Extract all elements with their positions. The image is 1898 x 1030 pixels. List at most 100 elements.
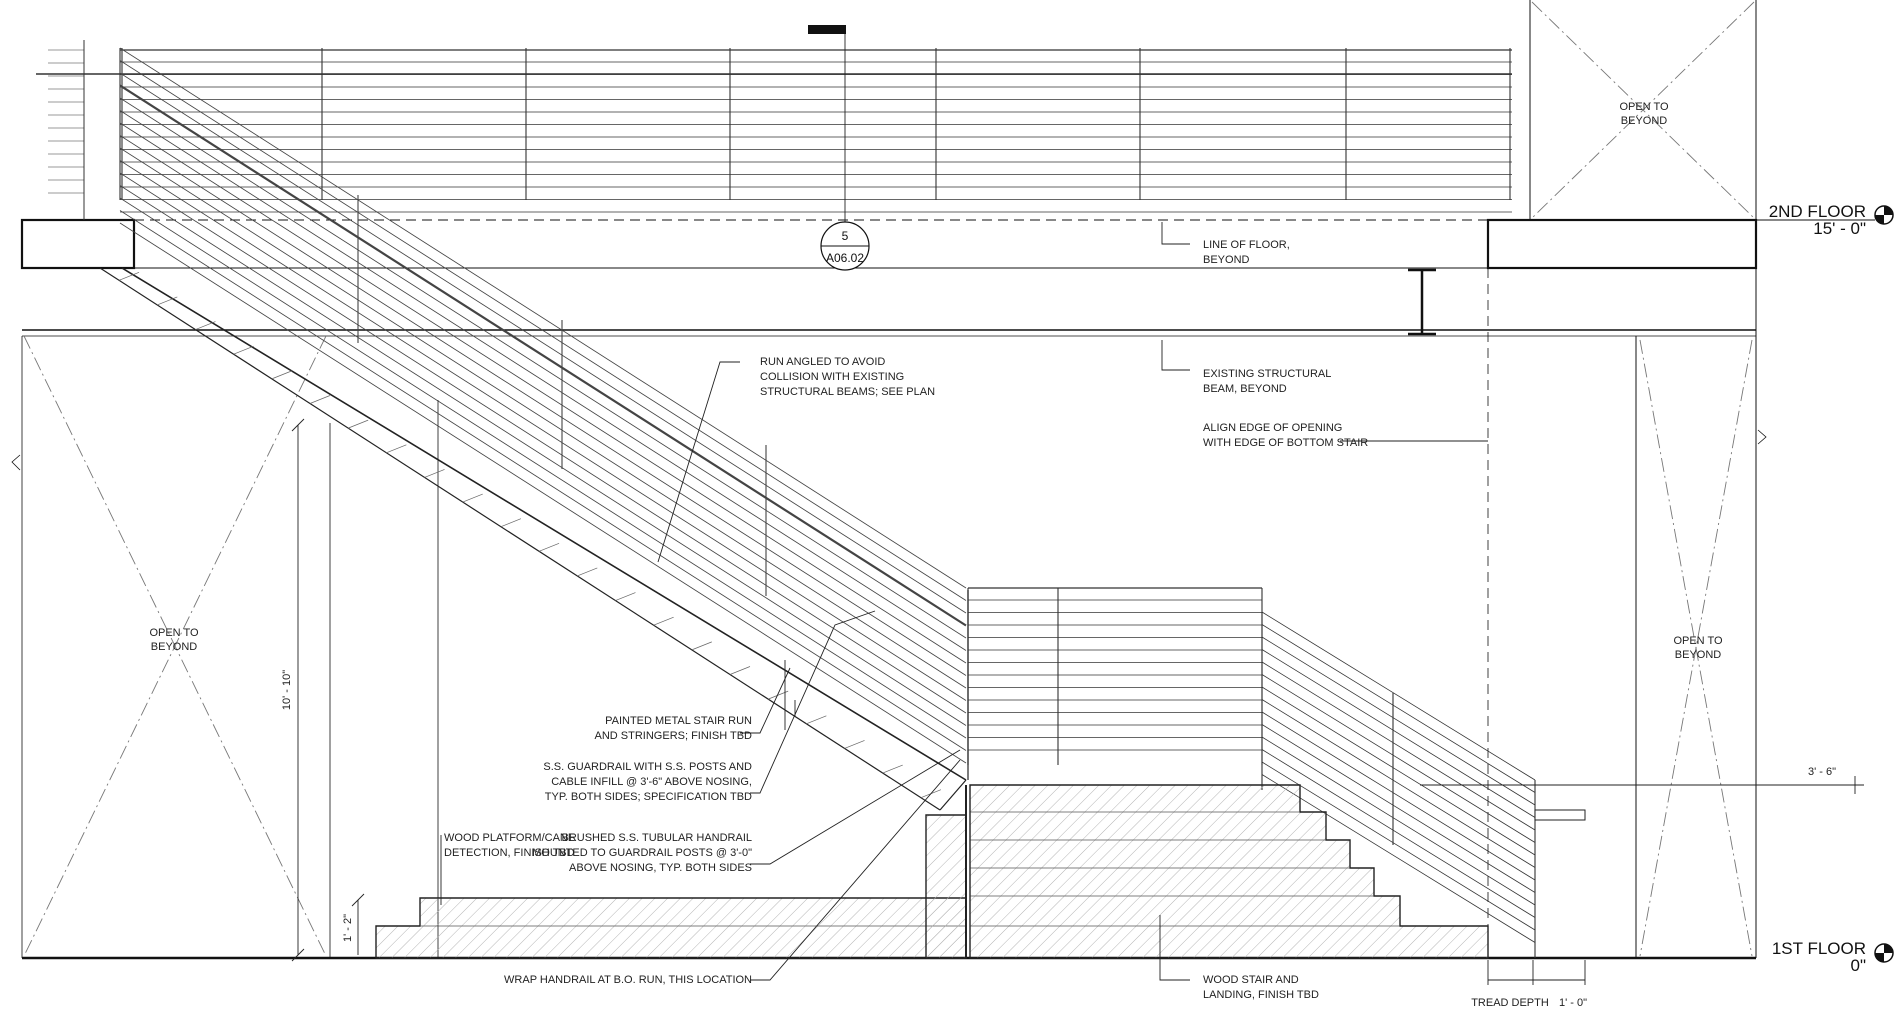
stair-cable — [119, 147, 967, 689]
stair-cable — [119, 47, 967, 589]
wood-stair-steps — [969, 784, 1489, 959]
structure — [11, 0, 1767, 960]
tread-mark — [348, 419, 369, 429]
level-labels: 2ND FLOOR 15' - 0" 1ST FLOOR 0" — [1769, 202, 1866, 975]
open-right-2: BEYOND — [1675, 649, 1722, 661]
level-2nd-elevation: 15' - 0" — [1813, 219, 1866, 238]
open-top-2: BEYOND — [1621, 115, 1668, 127]
note-wrap-handrail: WRAP HANDRAIL AT B.O. RUN, THIS LOCATION — [504, 974, 752, 986]
tread-mark — [806, 715, 827, 725]
open-left-2: BEYOND — [151, 641, 198, 653]
note-guardrail-3: TYP. BOTH SIDES; SPECIFICATION TBD — [545, 791, 752, 803]
second-floor-slab-right — [1486, 218, 1758, 270]
stair-cable — [119, 222, 967, 764]
note-handrail-1: BRUSHED S.S. TUBULAR HANDRAIL — [561, 832, 752, 844]
tread-mark — [233, 345, 254, 355]
wood-platform — [375, 897, 967, 959]
landing-guardrail — [967, 587, 1263, 765]
right-cable — [1261, 699, 1536, 868]
note-line-of-floor-2: BEYOND — [1203, 254, 1250, 266]
note-handrail-3: ABOVE NOSING, TYP. BOTH SIDES — [569, 862, 752, 874]
tread-mark — [195, 321, 216, 330]
level-marker-1st — [1874, 943, 1894, 963]
note-beam-1: EXISTING STRUCTURAL — [1203, 368, 1331, 380]
note-painted-1: PAINTED METAL STAIR RUN — [605, 715, 752, 727]
right-cable — [1261, 711, 1536, 881]
right-cable — [1261, 736, 1536, 906]
stair-cable — [119, 60, 967, 601]
tread-mark — [538, 542, 560, 552]
tread-mark — [309, 395, 331, 404]
open-to-beyond-panels — [23, 1, 1755, 957]
steel-beam-section — [1408, 268, 1436, 336]
right-cable — [1261, 661, 1536, 831]
stringer-bottom — [99, 267, 941, 811]
dimension-labels: 10' - 10" 1' - 2" 3' - 6" TREAD DEPTH 1'… — [281, 670, 1836, 1009]
open-to-beyond-labels: OPEN TO BEYOND OPEN TO BEYOND OPEN TO BE… — [149, 101, 1723, 661]
open-top-1: OPEN TO — [1619, 101, 1669, 113]
tread-mark — [386, 444, 407, 454]
stair-cable — [119, 210, 967, 751]
upper-guardrail — [36, 40, 1512, 220]
dim-10-10: 10' - 10" — [281, 670, 293, 710]
dim-3-6: 3' - 6" — [1808, 766, 1836, 778]
tread-mark — [462, 493, 483, 503]
stair-cable — [119, 84, 967, 627]
level-marker-2nd — [1756, 205, 1894, 225]
note-platform-1: WOOD PLATFORM/CANE — [444, 832, 575, 844]
section-tag-sheet: A06.02 — [826, 251, 864, 265]
metal-stair-run — [99, 267, 967, 811]
tread-mark — [844, 740, 865, 749]
note-run-angled-2: COLLISION WITH EXISTING — [760, 371, 904, 383]
open-right-1: OPEN TO — [1673, 635, 1723, 647]
dim-1-2: 1' - 2" — [342, 914, 354, 942]
stair-cable — [119, 97, 967, 639]
stair-cable — [119, 160, 967, 701]
note-wood-stair-2: LANDING, FINISH TBD — [1203, 989, 1319, 1001]
stair-cable — [119, 172, 967, 714]
leaders — [291, 25, 1864, 985]
note-align-2: WITH EDGE OF BOTTOM STAIR — [1203, 437, 1368, 449]
note-platform-2: DETECTION, FINISH TBD — [444, 847, 575, 859]
landing-block — [925, 814, 967, 959]
right-cable — [1261, 724, 1536, 893]
note-align-1: ALIGN EDGE OF OPENING — [1203, 422, 1342, 434]
tread-mark — [882, 764, 903, 774]
right-cable — [1261, 636, 1536, 806]
tread-mark — [691, 641, 712, 651]
tread-mark — [500, 518, 522, 528]
open-left-1: OPEN TO — [149, 627, 199, 639]
tread-mark — [424, 469, 445, 478]
level-1st-elevation: 0" — [1851, 956, 1867, 975]
right-cable — [1261, 774, 1536, 943]
tread-mark — [271, 370, 292, 380]
tread-mark — [118, 271, 140, 281]
right-cable — [1261, 686, 1536, 856]
stair-cable — [119, 72, 967, 614]
note-run-angled-3: STRUCTURAL BEAMS; SEE PLAN — [760, 386, 935, 398]
section-tag[interactable]: 5 A06.02 — [820, 221, 870, 271]
note-guardrail-1: S.S. GUARDRAIL WITH S.S. POSTS AND — [543, 761, 752, 773]
tread-mark — [615, 592, 636, 601]
tread-mark — [157, 296, 178, 306]
dim-1-0: 1' - 0" — [1559, 997, 1587, 1009]
tread-mark — [653, 616, 674, 626]
right-cable — [1261, 761, 1536, 931]
stair-cable — [119, 135, 967, 676]
stair-guardrail-cables — [119, 47, 969, 780]
stair-cable — [119, 122, 967, 664]
level-2nd-name: 2ND FLOOR — [1769, 202, 1866, 221]
stair-cable — [119, 185, 967, 726]
note-line-of-floor-1: LINE OF FLOOR, — [1203, 239, 1290, 251]
note-painted-2: AND STRINGERS; FINISH TBD — [595, 730, 753, 742]
right-cable — [1261, 611, 1536, 781]
tread-mark — [577, 567, 598, 577]
tread-mark — [729, 666, 751, 675]
second-floor-slab-left — [20, 218, 136, 270]
note-wood-stair-1: WOOD STAIR AND — [1203, 974, 1299, 986]
right-cable — [1261, 624, 1536, 793]
wood-stair — [375, 784, 1586, 959]
annotation-notes: LINE OF FLOOR, BEYOND EXISTING STRUCTURA… — [444, 239, 1368, 1001]
